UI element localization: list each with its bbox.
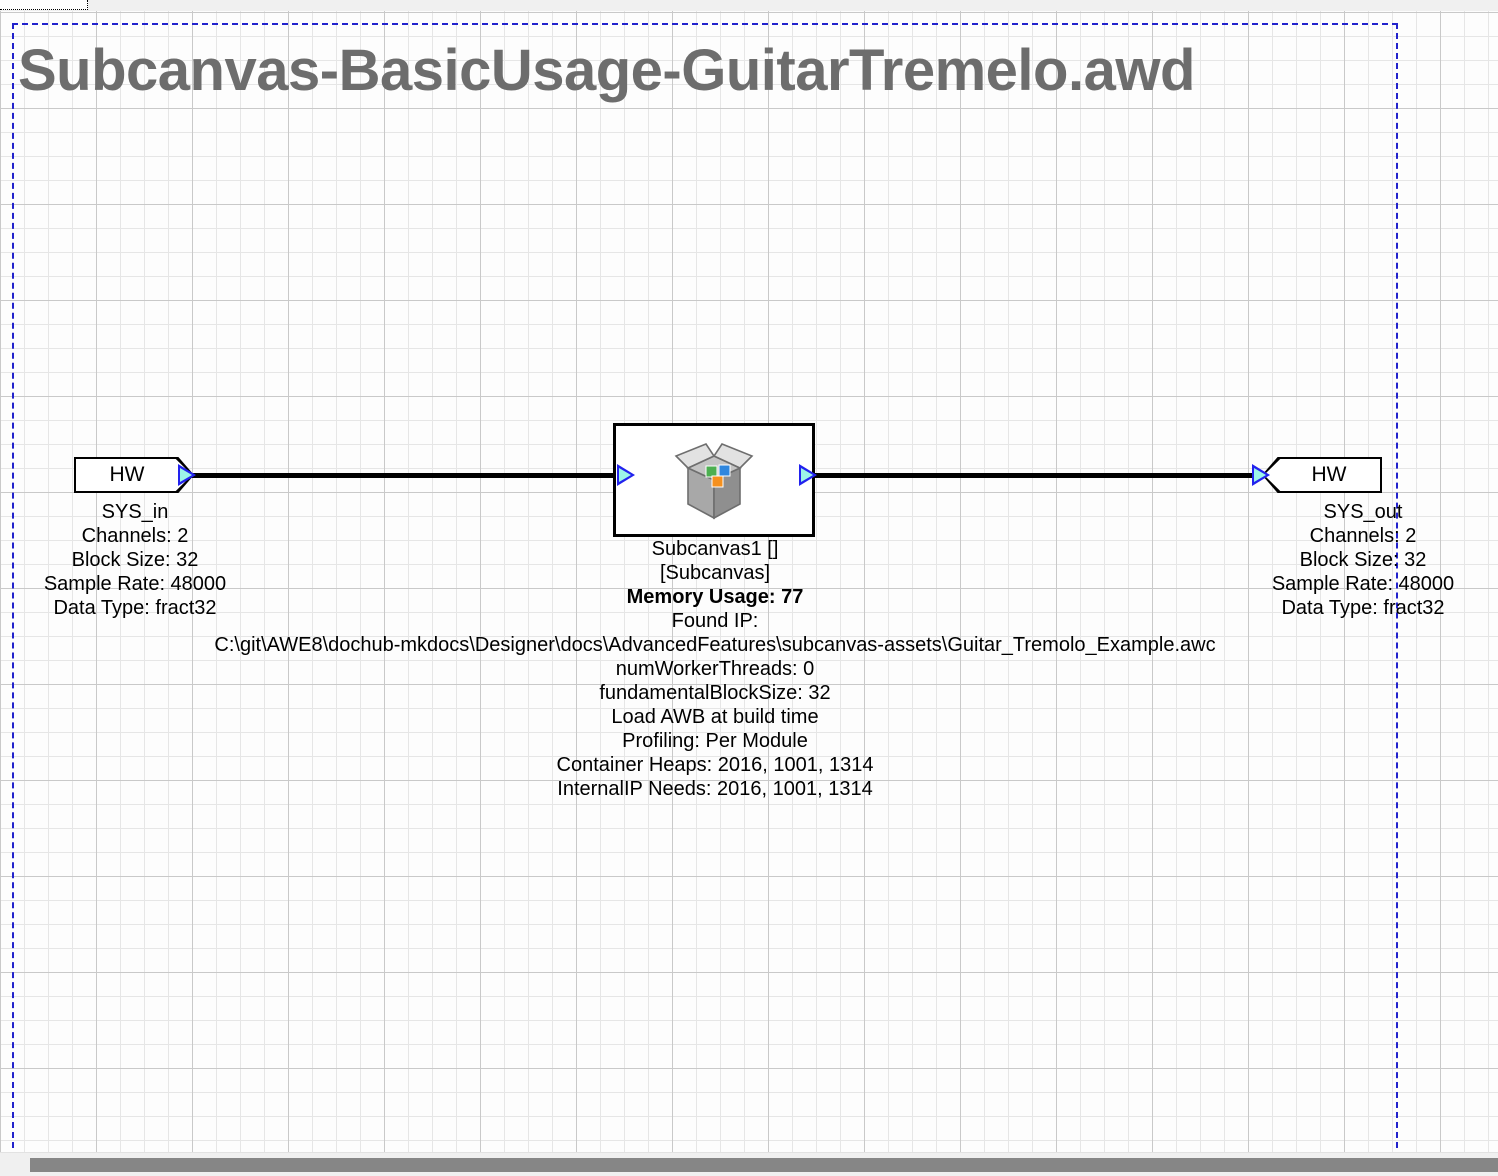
subcanvas-num-worker-threads: numWorkerThreads: 0 xyxy=(615,658,815,680)
sys-out-block-size: Block Size: 32 xyxy=(1299,549,1427,571)
subcanvas-load-awb: Load AWB at build time xyxy=(611,706,819,728)
sys-in-shape-fill xyxy=(76,459,192,491)
sys-out-channels: Channels: 2 xyxy=(1309,525,1417,547)
sys-out-block-label: HW xyxy=(1311,463,1347,486)
subcanvas-found-ip-path: C:\git\AWE8\dochub-mkdocs\Designer\docs\… xyxy=(214,634,1216,656)
sys-in-name: SYS_in xyxy=(101,501,169,523)
subcanvas-internalip-needs: InternalIP Needs: 2016, 1001, 1314 xyxy=(557,778,873,800)
sys-in-sample-rate: Sample Rate: 48000 xyxy=(43,573,227,595)
sys-out-labels: SYS_out Channels: 2 Block Size: 32 Sampl… xyxy=(1228,500,1498,620)
node-sys-in[interactable]: HW xyxy=(74,457,194,493)
subcanvas-labels: Subcanvas1 [] [Subcanvas] Memory Usage: … xyxy=(0,537,1430,801)
horizontal-scrollbar[interactable] xyxy=(0,1152,1498,1176)
sys-out-data-type: Data Type: fract32 xyxy=(1281,597,1445,619)
page-title: Subcanvas-BasicUsage-GuitarTremelo.awd xyxy=(18,38,1195,103)
subcanvas-container-heaps: Container Heaps: 2016, 1001, 1314 xyxy=(556,754,874,776)
sys-in-channels: Channels: 2 xyxy=(81,525,189,547)
subcanvas-profiling: Profiling: Per Module xyxy=(622,730,808,752)
wire-sysin-to-subcanvas[interactable] xyxy=(191,473,626,478)
subcanvas-input-port-icon[interactable] xyxy=(617,464,635,486)
subcanvas-memory-usage: Memory Usage: 77 xyxy=(626,586,804,608)
top-strip xyxy=(0,0,1498,11)
open-box-icon xyxy=(666,438,762,522)
focus-tab[interactable] xyxy=(0,0,88,10)
wire-subcanvas-to-sysout[interactable] xyxy=(802,473,1272,478)
sys-out-name: SYS_out xyxy=(1323,501,1403,523)
node-sys-out[interactable]: HW xyxy=(1262,457,1382,493)
subcanvas-fundamental-block-size: fundamentalBlockSize: 32 xyxy=(599,682,831,704)
subcanvas-found-ip-label: Found IP: xyxy=(671,610,759,632)
sys-in-block-label: HW xyxy=(109,463,145,486)
subcanvas-output-port-icon[interactable] xyxy=(799,464,817,486)
sys-in-data-type: Data Type: fract32 xyxy=(53,597,217,619)
sys-in-output-port-icon[interactable] xyxy=(178,464,196,486)
subcanvas-name: Subcanvas1 [] xyxy=(651,538,779,560)
sys-out-input-port-icon[interactable] xyxy=(1252,464,1270,486)
sys-in-block-size: Block Size: 32 xyxy=(71,549,199,571)
subcanvas-type: [Subcanvas] xyxy=(659,562,771,584)
canvas-grid-area[interactable]: Subcanvas-BasicUsage-GuitarTremelo.awd H… xyxy=(0,11,1498,1152)
sys-in-labels: SYS_in Channels: 2 Block Size: 32 Sample… xyxy=(0,500,270,620)
sys-out-sample-rate: Sample Rate: 48000 xyxy=(1271,573,1455,595)
node-subcanvas1[interactable] xyxy=(613,423,815,537)
sys-out-shape-fill xyxy=(1264,459,1380,491)
horizontal-scrollbar-thumb[interactable] xyxy=(30,1158,1498,1172)
